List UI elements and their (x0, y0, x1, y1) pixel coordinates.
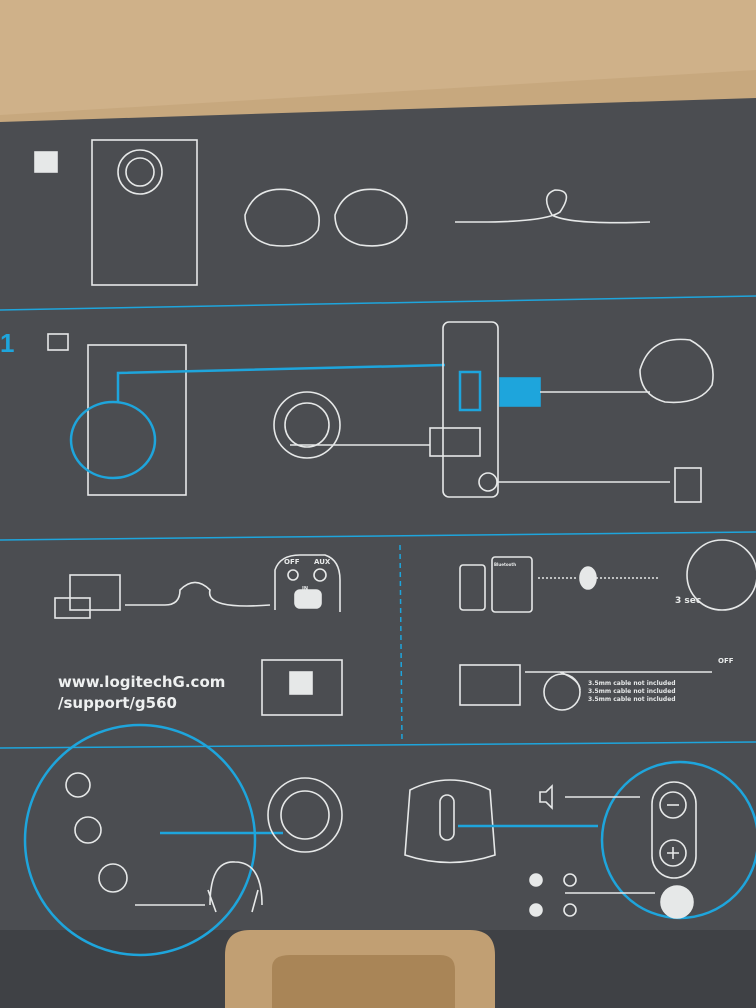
section-divider (0, 741, 756, 749)
satellite-speaker-top (686, 539, 756, 611)
devices-icon (459, 664, 521, 706)
subwoofer-drawing (91, 139, 198, 286)
usb-in-port (294, 589, 322, 609)
instruction-panel (0, 98, 756, 935)
speaker-dial (280, 790, 330, 840)
brightness-icon (563, 903, 577, 917)
bluetooth-hold-label: 3 sec (675, 596, 702, 606)
subwoofer-back-drawing (87, 344, 187, 496)
usb-cable-drawing (125, 581, 271, 607)
laptop-icon (54, 597, 91, 619)
bt-off-label: OFF (284, 558, 300, 566)
aux-cable-note: 3.5mm cable not included 3.5mm cable not… (588, 680, 676, 704)
cable-coil (543, 673, 581, 711)
bt-off-label-right: OFF (718, 657, 734, 665)
power-icon (74, 816, 102, 844)
headphones-icon (207, 861, 263, 913)
aux-port (313, 568, 327, 582)
satellite-speaker-right (334, 188, 408, 247)
laptop-download-drawing (261, 659, 343, 716)
switch-panel-drawing (274, 554, 341, 612)
satellite-speaker-left (244, 188, 320, 247)
aux-note-line: 3.5mm cable not included (588, 696, 676, 703)
connector-panel (442, 321, 499, 498)
brightness-icon (563, 873, 577, 887)
satellite-speaker-drawing (639, 338, 714, 404)
section-divider (0, 295, 756, 311)
box-contents-icon (34, 151, 58, 173)
connector-plug-blue (499, 377, 541, 407)
usb-cable-drawing (455, 189, 651, 224)
aux-note-line: 3.5mm cable not included (588, 680, 676, 687)
bluetooth-off-button (287, 569, 299, 581)
bluetooth-button-icon (65, 772, 91, 798)
volume-icon (539, 784, 553, 810)
connector-plug (429, 427, 481, 457)
plus-icon (667, 847, 679, 859)
brightness-icon (529, 903, 543, 917)
headphone-jack (98, 863, 128, 893)
speaker-dial (284, 402, 330, 448)
cardboard-flap (0, 0, 756, 115)
vga-port (458, 370, 482, 412)
in-label: IN (302, 586, 309, 592)
callout-line (116, 363, 446, 403)
support-url-line1: www.logitechG.com (58, 673, 226, 691)
wall-outlet-icon (674, 467, 702, 503)
section-divider (0, 531, 756, 541)
satellite-speaker-top (273, 391, 341, 459)
section-divider-vertical (399, 544, 403, 743)
subwoofer-front-drawing (404, 779, 496, 864)
volume-up-button (659, 839, 687, 867)
desktop-computer-icon (69, 574, 121, 611)
support-url: www.logitechG.com /support/g560 (58, 672, 225, 714)
callout-circle (69, 400, 157, 480)
step-number: 1 (0, 328, 14, 358)
volume-control (651, 781, 697, 879)
device-screen-label: Bluetooth (494, 562, 517, 567)
phone-icon (459, 564, 486, 611)
satellite-speaker-top (267, 777, 343, 853)
control-strip (439, 794, 455, 841)
tools-icon (47, 333, 69, 351)
logitech-g-icon (660, 885, 694, 919)
bluetooth-icon (579, 566, 597, 590)
volume-down-button (659, 791, 687, 819)
subwoofer-driver (117, 149, 163, 195)
handle-inner (272, 955, 455, 1008)
control-callout-circle (23, 723, 257, 957)
brightness-icon (529, 873, 543, 887)
download-icon (289, 671, 313, 695)
tablet-icon (491, 556, 533, 613)
subwoofer-driver-inner (125, 157, 155, 187)
aux-label: AUX (314, 558, 331, 566)
aux-note-line: 3.5mm cable not included (588, 688, 676, 695)
support-url-line2: /support/g560 (58, 694, 177, 712)
